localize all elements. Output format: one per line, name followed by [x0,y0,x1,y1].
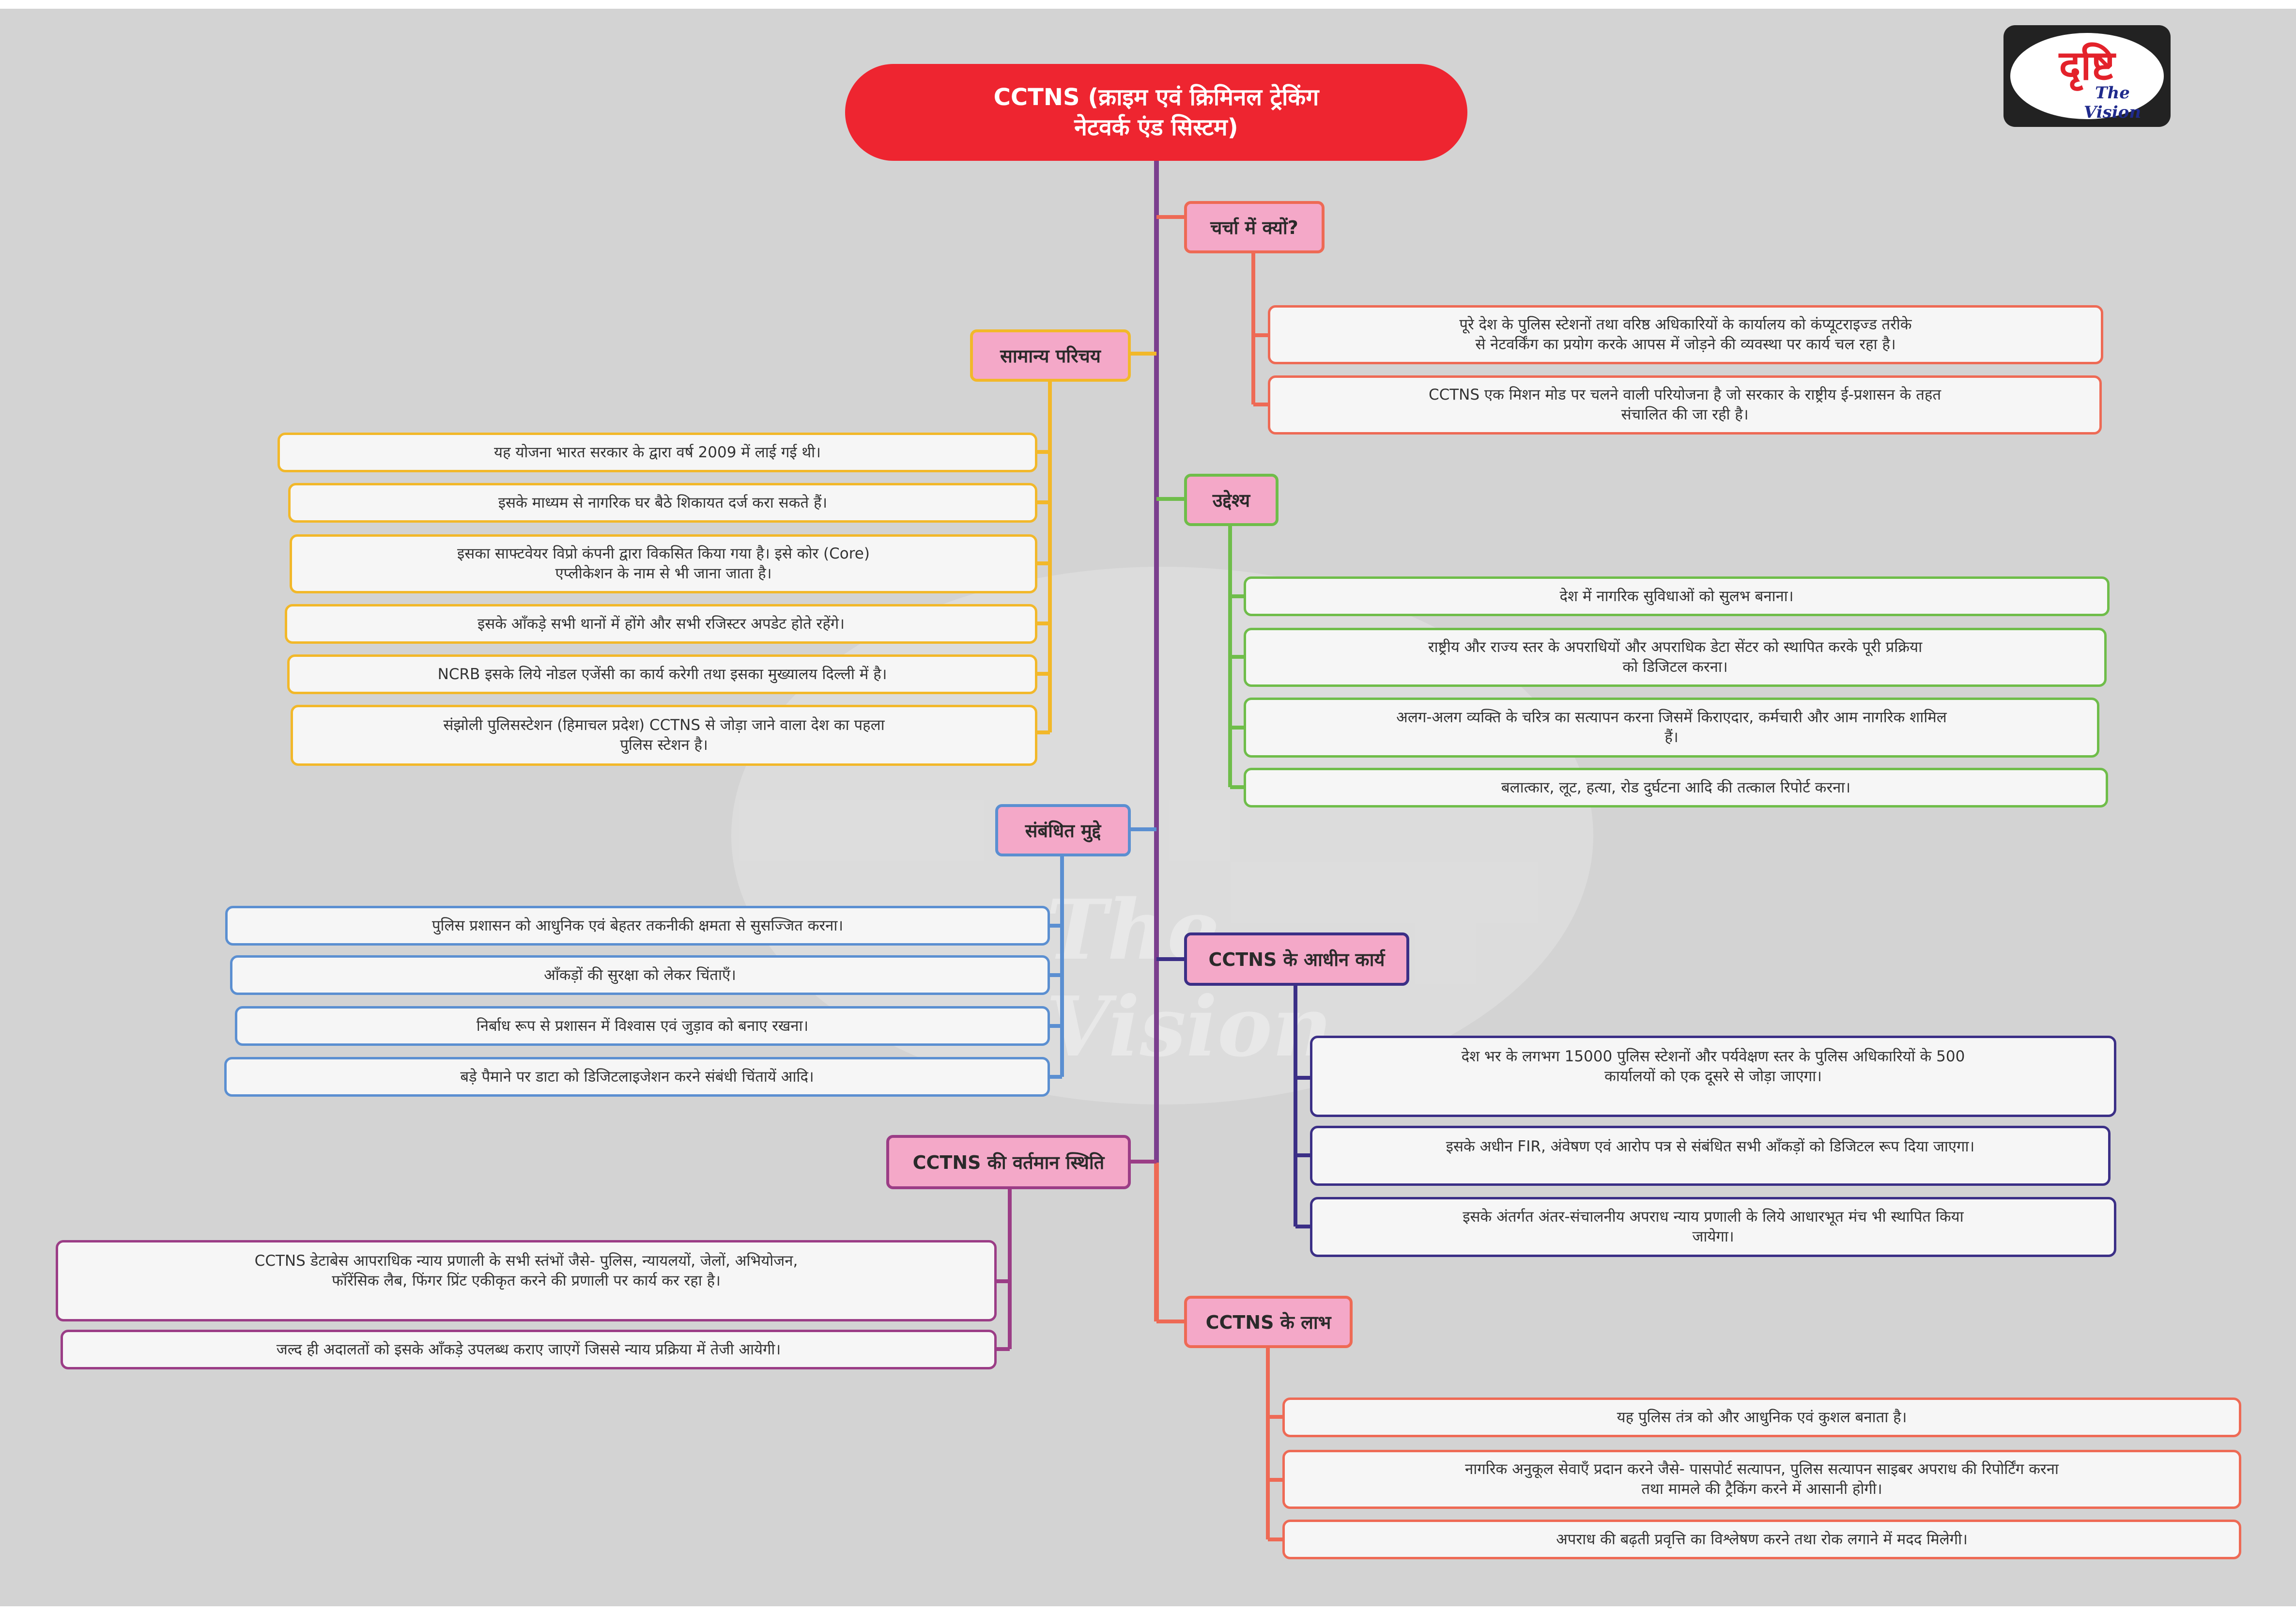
branch-samanya-parichay: सामान्य परिचय [970,329,1131,382]
leaf-sambandhit-3: निर्बाध रूप से प्रशासन में विश्वास एवं ज… [235,1006,1050,1046]
watermark-text: The Vision [1046,882,1332,1075]
leaf-labh-1: यह पुलिस तंत्र को और आधुनिक एवं कुशल बना… [1282,1398,2241,1437]
logo-hindi-text: दृष्टि [2059,41,2115,89]
leaf-labh-2: नागरिक अनुकूल सेवाएँ प्रदान करने जैसे- प… [1282,1450,2241,1509]
leaf-samanya-4: इसके आँकड़े सभी थानों में होंगे और सभी र… [285,604,1037,644]
leaf-charcha-2: CCTNS एक मिशन मोड पर चलने वाली परियोजना … [1268,375,2102,435]
top-border [0,0,2296,9]
branch-uddeshya: उद्देश्य [1184,474,1279,526]
root-title-line1: CCTNS (क्राइम एवं क्रिमिनल ट्रेकिंग [993,84,1319,111]
root-title-line2: नेटवर्क एंड सिस्टम) [1074,114,1238,141]
logo-english-text: The Vision [2083,83,2142,122]
leaf-sambandhit-4: बड़े पैमाने पर डाटा को डिजिटलाइजेशन करने… [224,1057,1050,1097]
leaf-uddeshya-1: देश में नागरिक सुविधाओं को सुलभ बनाना। [1244,576,2110,616]
drishti-logo: दृष्टि The Vision [2003,25,2171,127]
leaf-uddeshya-3: अलग-अलग व्यक्ति के चरित्र का सत्यापन करन… [1244,698,2099,758]
leaf-uddeshya-2: राष्ट्रीय और राज्य स्तर के अपराधियों और … [1244,628,2107,687]
leaf-karya-1: देश भर के लगभग 15000 पुलिस स्टेशनों और प… [1310,1036,2116,1117]
leaf-samanya-3: इसका साफ्टवेयर विप्रो कंपनी द्वारा विकसि… [290,534,1037,593]
leaf-vartaman-1: CCTNS डेटाबेस आपराधिक न्याय प्रणाली के स… [56,1240,997,1321]
leaf-sambandhit-1: पुलिस प्रशासन को आधुनिक एवं बेहतर तकनीकी… [225,906,1050,946]
leaf-labh-3: अपराध की बढ़ती प्रवृत्ति का विश्लेषण करन… [1282,1520,2241,1559]
leaf-samanya-1: यह योजना भारत सरकार के द्वारा वर्ष 2009 … [277,433,1037,472]
bottom-border [0,1606,2296,1615]
branch-charcha: चर्चा में क्यों? [1184,201,1325,253]
root-node-cctns: CCTNS (क्राइम एवं क्रिमिनल ट्रेकिंग नेटव… [845,64,1467,161]
leaf-karya-3: इसके अंतर्गत अंतर-संचालनीय अपराध न्याय प… [1310,1197,2116,1257]
leaf-samanya-2: इसके माध्यम से नागरिक घर बैठे शिकायत दर्… [288,483,1037,523]
logo-oval [2010,33,2164,119]
leaf-samanya-5: NCRB इसके लिये नोडल एजेंसी का कार्य करेग… [287,654,1037,694]
leaf-sambandhit-2: आँकड़ों की सुरक्षा को लेकर चिंताएँ। [230,955,1050,995]
leaf-karya-2: इसके अधीन FIR, अंवेषण एवं आरोप पत्र से स… [1310,1126,2111,1186]
branch-vartaman-sthiti: CCTNS की वर्तमान स्थिति [886,1135,1131,1189]
leaf-samanya-6: संझोली पुलिसस्टेशन (हिमाचल प्रदेश) CCTNS… [291,705,1037,766]
leaf-vartaman-2: जल्द ही अदालतों को इसके आँकड़े उपलब्ध कर… [61,1330,997,1369]
leaf-uddeshya-4: बलात्कार, लूट, हत्या, रोड दुर्घटना आदि क… [1244,768,2108,808]
branch-cctns-adhin-karya: CCTNS के आधीन कार्य [1184,932,1409,986]
branch-sambandhit-mudde: संबंधित मुद्दे [995,804,1131,856]
leaf-charcha-1: पूरे देश के पुलिस स्टेशनों तथा वरिष्ठ अध… [1268,305,2103,364]
branch-cctns-labh: CCTNS के लाभ [1184,1296,1353,1348]
